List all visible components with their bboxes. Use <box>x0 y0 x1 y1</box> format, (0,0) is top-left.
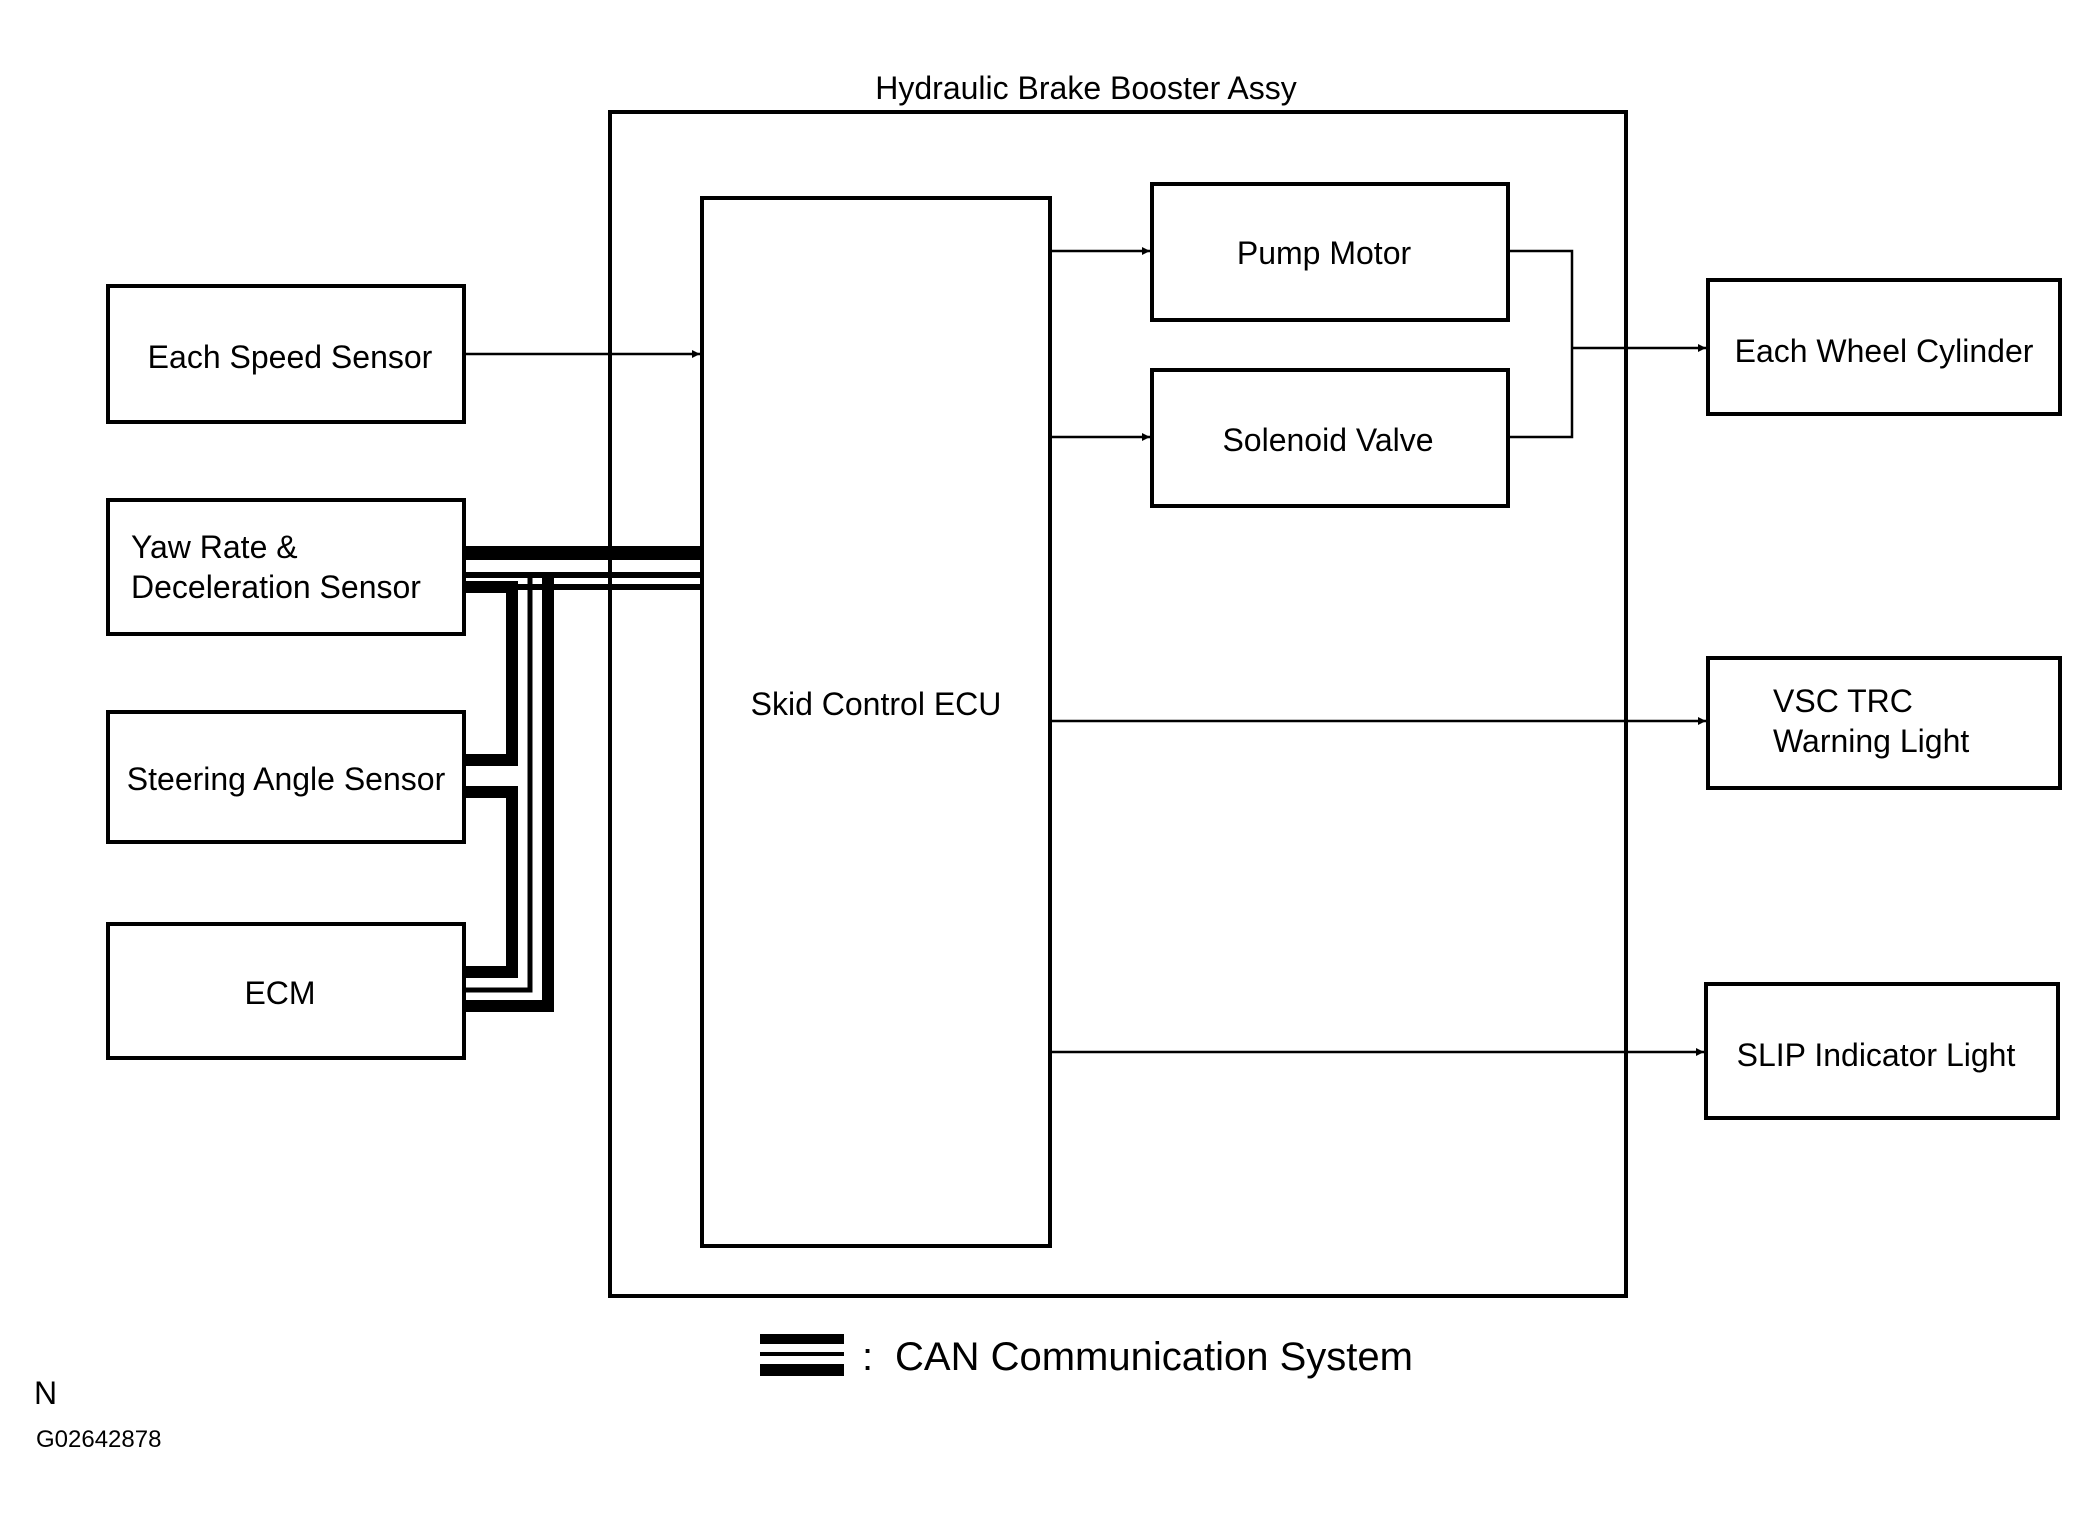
legend-can-swatch-middle <box>760 1352 844 1356</box>
ecm-label: ECM <box>244 975 315 1011</box>
yaw-sensor-label-line2: Deceleration Sensor <box>131 569 421 605</box>
legend-separator: : <box>862 1335 873 1379</box>
ecm-box <box>106 922 466 1060</box>
ecu-label: Skid Control ECU <box>751 686 1002 722</box>
slip-light-label: SLIP Indicator Light <box>1737 1037 2016 1073</box>
pump-motor-box <box>1150 182 1510 322</box>
vsc-light-label-line1: VSC TRC <box>1773 683 1913 719</box>
wheel-cylinder-label: Each Wheel Cylinder <box>1735 333 2034 369</box>
solenoid-valve-label: Solenoid Valve <box>1222 422 1433 458</box>
ecu-box <box>700 196 1052 1248</box>
pump-motor-output-wire <box>1508 249 1574 439</box>
yaw-sensor-box <box>106 498 466 636</box>
legend-can-swatch-top <box>760 1334 844 1344</box>
figure-code: G02642878 <box>36 1426 161 1453</box>
legend-can-swatch-bottom <box>760 1364 844 1376</box>
steering-sensor-box <box>106 710 466 844</box>
can-bus-lines <box>464 546 702 1012</box>
solenoid-valve-box <box>1150 368 1510 508</box>
vsc-light-label-line2: Warning Light <box>1773 723 1969 759</box>
wheel-cylinder-box <box>1706 278 2062 416</box>
legend-label: CAN Communication System <box>895 1335 1413 1379</box>
assembly-title: Hydraulic Brake Booster Assy <box>875 70 1297 106</box>
speed-sensor-label: Each Speed Sensor <box>148 339 433 375</box>
legend: : CAN Communication System <box>760 1334 1413 1379</box>
slip-light-box <box>1704 982 2060 1120</box>
yaw-sensor-label-line1: Yaw Rate & <box>131 529 298 565</box>
steering-sensor-label: Steering Angle Sensor <box>127 761 446 797</box>
pump-motor-label: Pump Motor <box>1237 235 1412 271</box>
vsc-light-box <box>1706 656 2062 790</box>
corner-mark: N <box>34 1375 57 1411</box>
